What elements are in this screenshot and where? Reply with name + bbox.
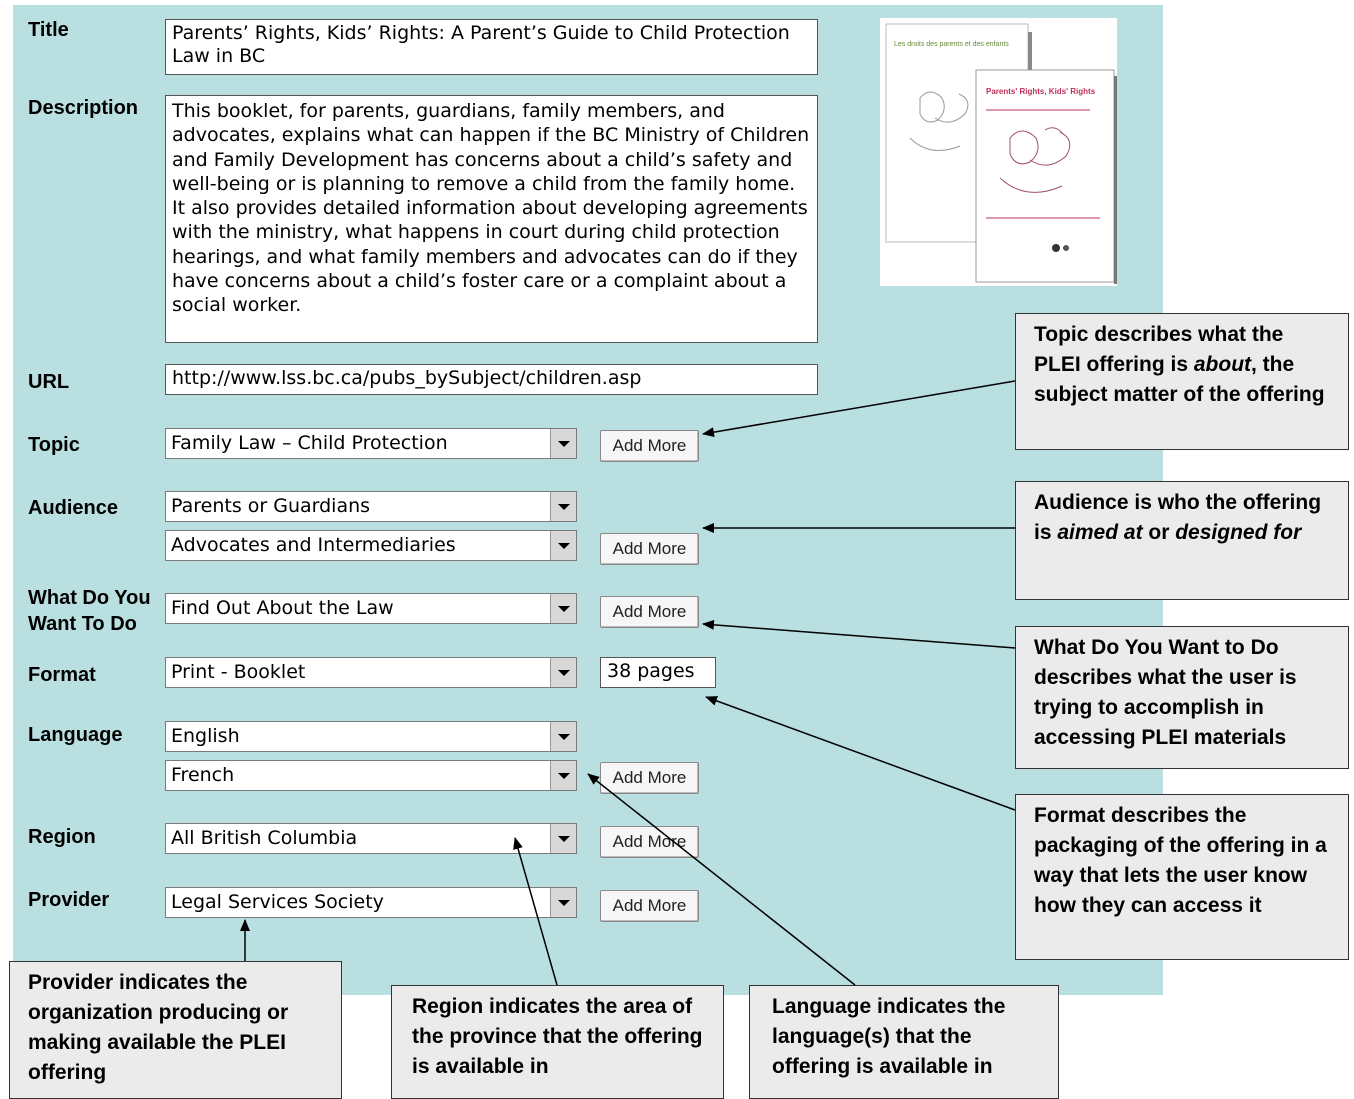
- chevron-down-icon[interactable]: [550, 722, 576, 751]
- chevron-down-icon[interactable]: [550, 761, 576, 790]
- topic-callout-text-end: , the subject matter of the offering: [1034, 353, 1325, 406]
- what-do-select[interactable]: Find Out About the Law: [165, 593, 577, 624]
- front-cover-title: Parents' Rights, Kids' Rights: [986, 87, 1096, 96]
- language-arrow: [587, 773, 856, 986]
- region-arrow: [513, 837, 558, 986]
- chevron-down-icon[interactable]: [550, 594, 576, 623]
- language-add-more-button[interactable]: Add More: [600, 762, 699, 794]
- format-callout: Format describes the packaging of the of…: [1015, 794, 1349, 960]
- what-do-select-value: Find Out About the Law: [171, 597, 394, 619]
- description-field[interactable]: This booklet, for parents, guardians, fa…: [165, 95, 818, 343]
- chevron-down-icon[interactable]: [550, 492, 576, 521]
- url-label: URL: [28, 371, 70, 393]
- region-callout: Region indicates the area of the provinc…: [391, 985, 724, 1099]
- topic-callout: Topic describes what the PLEI offering i…: [1015, 313, 1349, 450]
- provider-select[interactable]: Legal Services Society: [165, 887, 577, 918]
- format-select-value: Print - Booklet: [171, 661, 306, 683]
- booklet-cover-image: Les droits des parents et des enfants Pa…: [885, 23, 1118, 284]
- audience-add-more-button[interactable]: Add More: [600, 533, 699, 565]
- audience-callout: Audience is who the offering is aimed at…: [1015, 481, 1349, 600]
- audience-callout-emphasis-1: aimed at: [1057, 521, 1143, 544]
- chevron-down-icon[interactable]: [550, 888, 576, 917]
- provider-label: Provider: [28, 889, 110, 911]
- audience-select-2[interactable]: Advocates and Intermediaries: [165, 530, 577, 561]
- chevron-down-icon[interactable]: [550, 531, 576, 560]
- what-do-label-line2: Want To Do: [28, 613, 137, 635]
- audience-callout-text-mid: or: [1142, 521, 1176, 544]
- topic-select-value: Family Law – Child Protection: [171, 432, 448, 454]
- description-label: Description: [28, 97, 139, 119]
- language-select-value: French: [171, 764, 235, 786]
- what-do-label-line1: What Do You: [28, 587, 151, 609]
- language-select-value: English: [171, 725, 240, 747]
- chevron-down-icon[interactable]: [550, 429, 576, 458]
- audience-label: Audience: [28, 497, 119, 519]
- format-label: Format: [28, 664, 96, 686]
- title-field[interactable]: Parents’ Rights, Kids’ Rights: A Parent’…: [165, 19, 818, 75]
- topic-add-more-button[interactable]: Add More: [600, 430, 699, 462]
- topic-arrow: [702, 380, 1016, 438]
- audience-select-value: Parents or Guardians: [171, 495, 371, 517]
- region-select-value: All British Columbia: [171, 827, 358, 849]
- provider-add-more-button[interactable]: Add More: [600, 890, 699, 922]
- provider-select-value: Legal Services Society: [171, 891, 384, 913]
- topic-callout-text: Topic describes what the PLEI offering i…: [1034, 323, 1284, 376]
- url-field[interactable]: http://www.lss.bc.ca/pubs_bySubject/chil…: [165, 364, 818, 395]
- topic-select[interactable]: Family Law – Child Protection: [165, 428, 577, 459]
- topic-label: Topic: [28, 434, 80, 456]
- language-label: Language: [28, 724, 123, 746]
- title-label: Title: [28, 19, 69, 41]
- booklet-thumbnail: Les droits des parents et des enfants Pa…: [880, 18, 1118, 286]
- what-do-callout: What Do You Want to Do describes what th…: [1015, 626, 1349, 769]
- format-arrow: [705, 696, 1016, 811]
- audience-select-value: Advocates and Intermediaries: [171, 534, 456, 556]
- language-select-2[interactable]: French: [165, 760, 577, 791]
- audience-select-1[interactable]: Parents or Guardians: [165, 491, 577, 522]
- language-select-1[interactable]: English: [165, 721, 577, 752]
- what-do-arrow: [702, 619, 1016, 649]
- region-select[interactable]: All British Columbia: [165, 823, 577, 854]
- chevron-down-icon[interactable]: [550, 658, 576, 687]
- pages-field[interactable]: 38 pages: [600, 657, 716, 688]
- back-cover-title: Les droits des parents et des enfants: [894, 41, 1009, 48]
- topic-callout-emphasis: about: [1193, 353, 1252, 376]
- region-label: Region: [28, 826, 96, 848]
- format-select[interactable]: Print - Booklet: [165, 657, 577, 688]
- audience-callout-text: Audience is who the offering is: [1034, 491, 1322, 544]
- what-do-add-more-button[interactable]: Add More: [600, 596, 699, 628]
- language-callout: Language indicates the language(s) that …: [749, 985, 1059, 1099]
- audience-callout-emphasis-2: designed for: [1175, 521, 1302, 544]
- chevron-down-icon[interactable]: [550, 824, 576, 853]
